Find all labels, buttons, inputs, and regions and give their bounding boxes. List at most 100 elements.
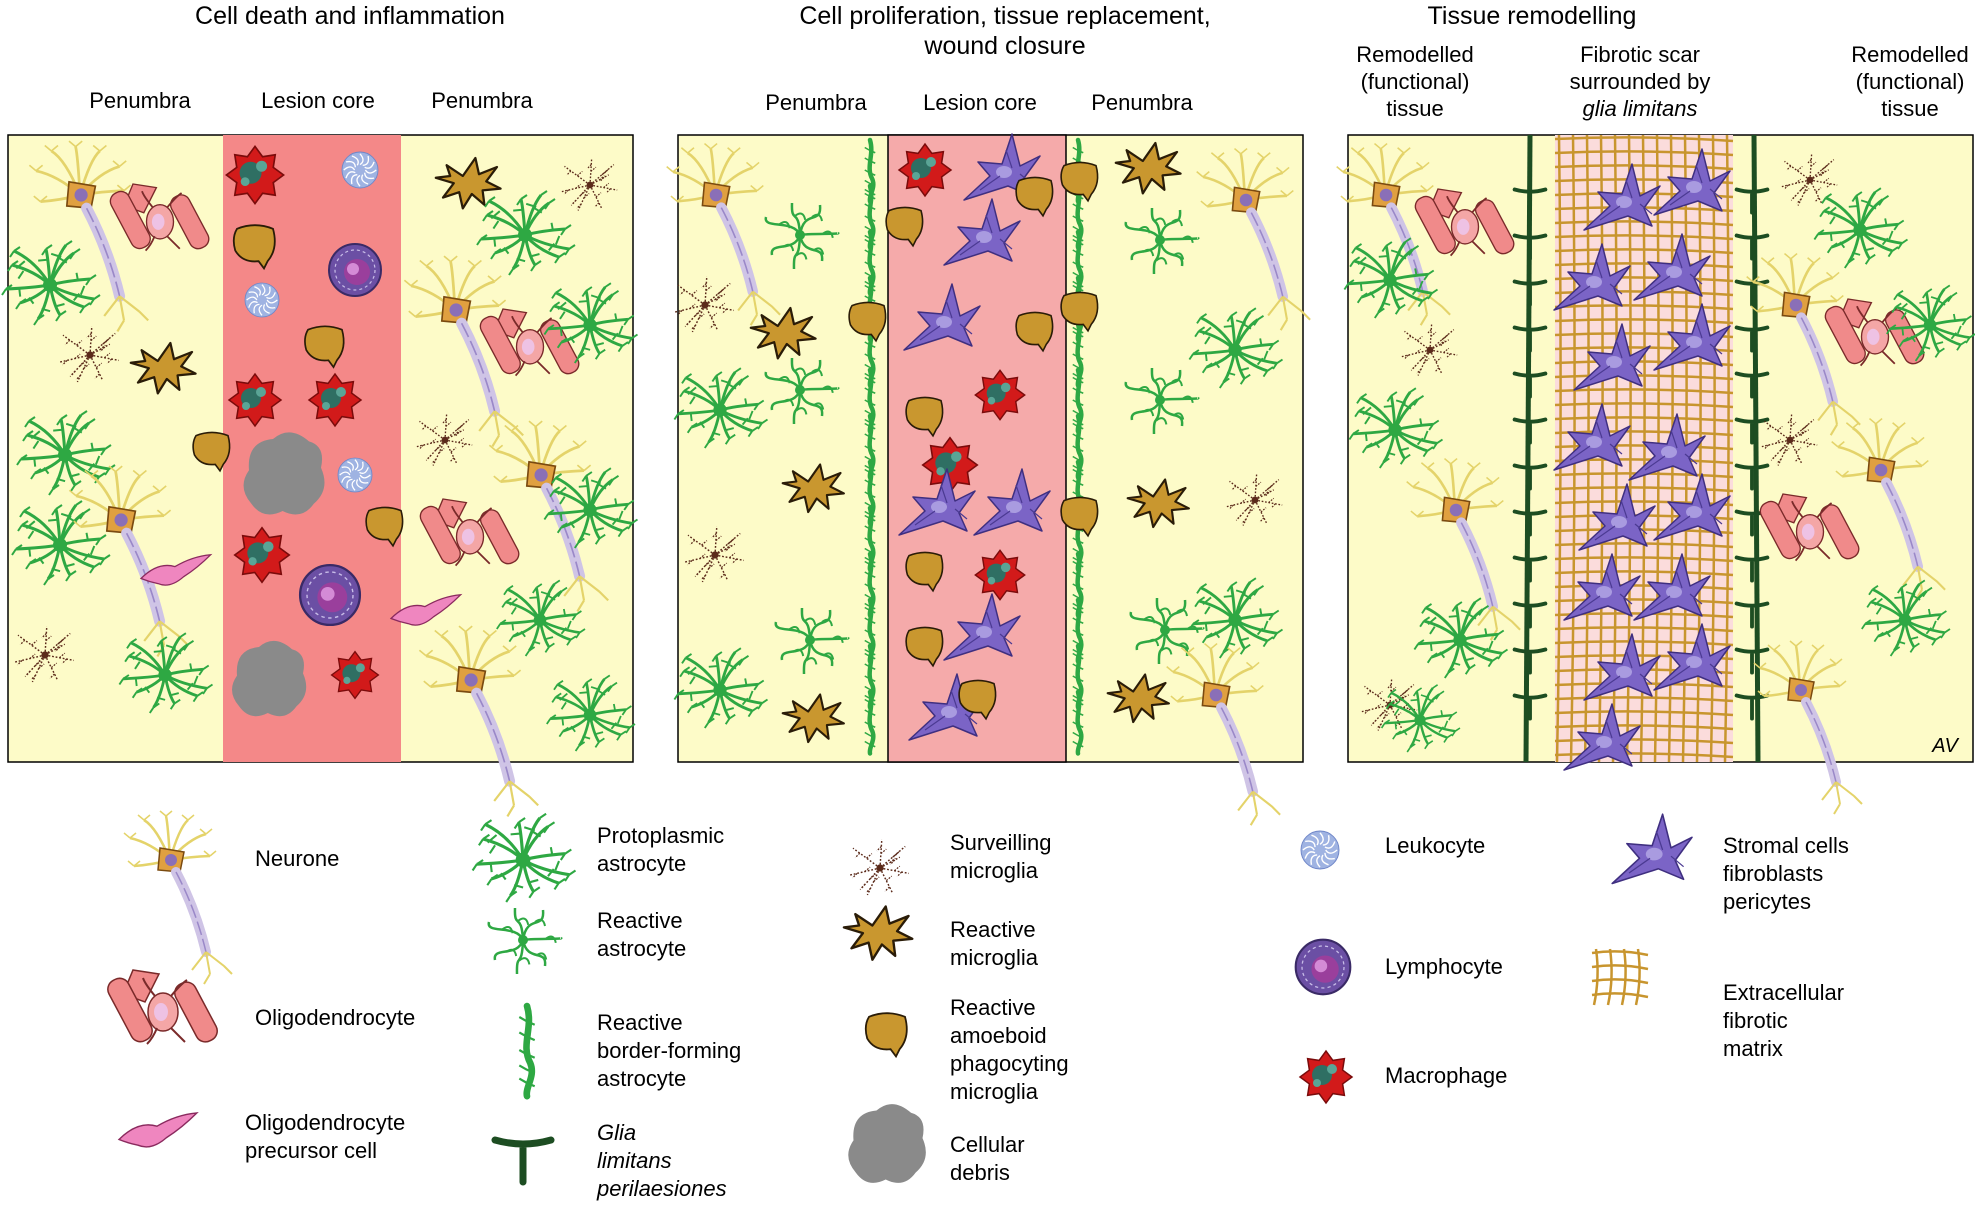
amoeboid-microglia-icon — [848, 301, 887, 343]
glia-limitans-icon — [1734, 647, 1770, 675]
zone-label-right: Penumbra — [1091, 90, 1193, 115]
amoeboid-microglia-icon — [885, 206, 924, 248]
leukocyte-icon — [244, 282, 280, 318]
reactive-microglia-icon — [749, 306, 817, 360]
border-astrocyte-icon — [1072, 689, 1084, 756]
panel-title: Cell proliferation, tissue replacement,w… — [799, 2, 1210, 60]
protoplasmic-astrocyte-icon — [1861, 579, 1951, 657]
protoplasmic-astrocyte-icon — [118, 632, 214, 714]
zone-label-left: Remodelled(functional)tissue — [1356, 42, 1473, 121]
reactive-microglia-icon — [129, 341, 197, 395]
oligodendrocyte-icon — [419, 498, 520, 567]
zone-label-left: Penumbra — [89, 88, 191, 113]
amoeboid-microglia-icon — [905, 396, 944, 438]
stromal-cell-icon — [1653, 473, 1731, 541]
surveilling-microglia-icon — [1360, 677, 1418, 731]
protoplasmic-astrocyte-icon — [496, 579, 586, 657]
stromal-cell-icon — [1611, 813, 1693, 885]
macrophage-icon — [330, 650, 380, 700]
glia-limitans-icon — [1512, 555, 1548, 583]
stromal-cell-icon — [1583, 633, 1661, 701]
protoplasmic-astrocyte-icon — [1188, 307, 1284, 389]
stromal-cell-icon — [1633, 553, 1711, 621]
stromal-cell-icon — [1653, 623, 1731, 691]
amoeboid-microglia-icon — [958, 679, 997, 721]
macrophage-icon — [897, 142, 953, 198]
amoeboid-microglia-icon — [905, 626, 944, 668]
neurone-icon — [1831, 417, 1946, 601]
legend-label: Oligodendrocyte — [255, 1005, 415, 1030]
stromal-cell-icon — [1628, 413, 1706, 481]
neurone-icon — [1406, 457, 1521, 641]
surveilling-microglia-icon — [14, 626, 74, 683]
neurone-icon — [123, 810, 233, 985]
surveilling-microglia-icon — [1760, 412, 1818, 466]
fibrotic-matrix-icon — [1591, 948, 1649, 1006]
panel-title: Cell death and inflammation — [195, 2, 505, 30]
leukocyte-icon — [337, 457, 373, 493]
neurone-icon — [1746, 252, 1861, 436]
protoplasmic-astrocyte-icon — [1813, 187, 1909, 269]
macrophage-icon — [233, 526, 291, 584]
protoplasmic-astrocyte-icon — [1413, 597, 1509, 679]
glia-limitans-icon — [1734, 463, 1770, 491]
amoeboid-microglia-icon — [232, 224, 276, 271]
amoeboid-microglia-icon — [192, 431, 231, 473]
legend-label: Neurone — [255, 846, 339, 871]
leukocyte-icon — [341, 151, 379, 189]
stromal-cell-icon — [1653, 148, 1731, 216]
amoeboid-microglia-icon — [304, 325, 345, 369]
amoeboid-microglia-icon — [864, 1012, 908, 1059]
neurone-icon — [1196, 147, 1311, 331]
amoeboid-microglia-icon — [1060, 291, 1099, 333]
surveilling-microglia-icon — [1225, 472, 1283, 526]
reactive-microglia-icon — [1114, 141, 1182, 195]
glia-limitans-icon — [1512, 647, 1548, 675]
amoeboid-microglia-icon — [365, 506, 404, 548]
border-astrocyte-icon — [518, 1002, 536, 1100]
stromal-cell-icon — [1563, 703, 1641, 771]
reactive-astrocyte-icon — [764, 202, 840, 270]
stromal-cell-icon — [943, 593, 1021, 661]
glia-limitans-icon — [1734, 555, 1770, 583]
neurone-icon — [403, 255, 524, 447]
oligodendrocyte-icon — [479, 308, 580, 377]
zone-label-center: Lesion core — [923, 90, 1037, 115]
protoplasmic-astrocyte-icon — [1, 240, 101, 326]
surveilling-microglia-icon — [1780, 152, 1838, 206]
opc-icon — [139, 553, 213, 586]
protoplasmic-astrocyte-icon — [1188, 577, 1284, 659]
stromal-cell-icon — [903, 283, 981, 351]
stromal-cell-icon — [1553, 403, 1631, 471]
zone-label-right: Penumbra — [431, 88, 533, 113]
protoplasmic-astrocyte-icon — [1380, 684, 1461, 753]
legend-label: Leukocyte — [1385, 833, 1485, 858]
debris-icon — [848, 1104, 926, 1183]
glia-limitans-icon — [1512, 693, 1548, 721]
glia-limitans-icon — [1734, 279, 1770, 307]
stromal-cell-icon — [1583, 163, 1661, 231]
legend-item-lymphocyte: Lymphocyte — [1294, 938, 1503, 996]
legend-item-oligodendrocyte: Oligodendrocyte — [107, 969, 415, 1045]
reactive-microglia-icon — [842, 905, 914, 961]
macrophage-icon — [974, 549, 1026, 601]
opc-icon — [117, 1112, 199, 1148]
reactive-astrocyte-icon — [487, 907, 563, 975]
protoplasmic-astrocyte-icon — [471, 812, 577, 903]
legend-item-macrophage: Macrophage — [1298, 1049, 1507, 1105]
